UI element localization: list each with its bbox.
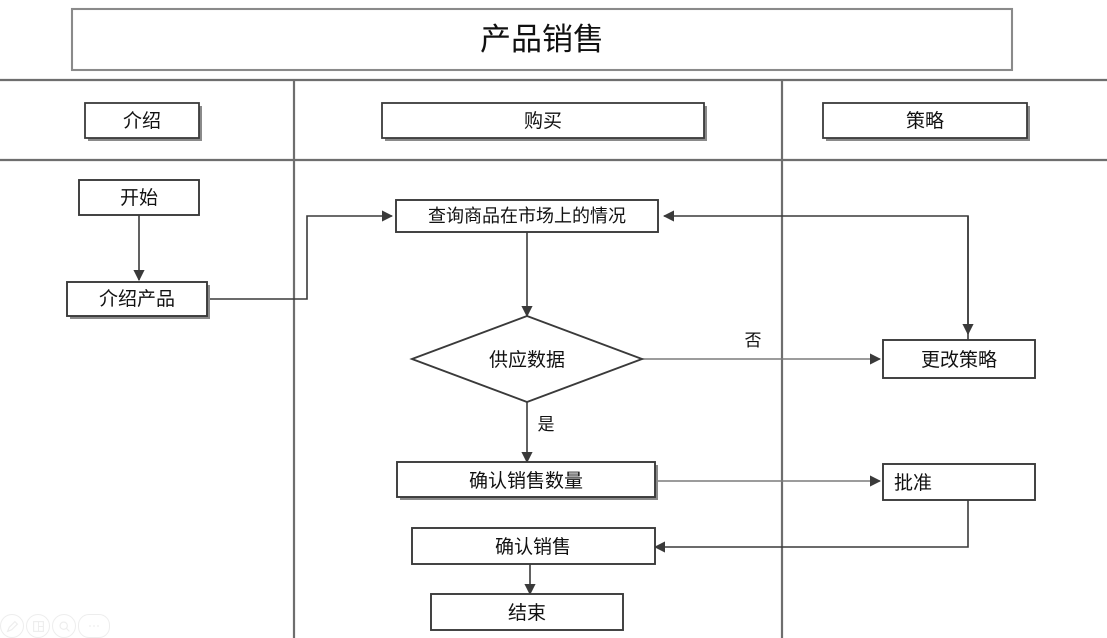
node-query-market-label: 查询商品在市场上的情况 [428,206,626,226]
node-query-market-box[interactable] [395,199,659,233]
swimlane-frame [0,78,1107,638]
lane-label-purchase-text: 购买 [524,110,562,132]
edge-introduce-to-query [208,210,394,300]
viewer-toolbar[interactable] [0,614,110,638]
node-change-policy[interactable]: 更改策略 [882,339,1036,379]
lane-label-purchase: 购买 [381,102,707,141]
node-start-label: 开始 [120,187,158,209]
node-change-policy-label: 更改策略 [921,349,997,371]
node-introduce-product[interactable]: 介绍产品 [66,281,210,319]
lane-label-strategy-text: 策略 [906,110,944,132]
title-box [70,7,1014,72]
node-end[interactable]: 结束 [430,593,624,631]
diagram-title: 产品销售 [70,7,1014,72]
flow-connectors [133,210,974,596]
node-confirm-sale-label: 确认销售 [495,536,571,558]
node-end-box[interactable] [430,593,624,631]
lane-label-intro: 介绍 [84,102,202,141]
node-supply-data-label: 供应数据 [489,349,565,371]
node-introduce-product-label: 介绍产品 [99,288,175,310]
node-approve-label: 批准 [894,472,932,494]
lane-label-strategy: 策略 [822,102,1030,141]
search-icon[interactable] [52,614,76,638]
node-end-label: 结束 [508,602,546,624]
node-confirm-quantity-label: 确认销售数量 [469,470,583,492]
lane-label-intro-text: 介绍 [123,110,161,132]
pencil-icon[interactable] [0,614,24,638]
lane-label-intro-box [84,102,200,139]
edge-label-yes: 是 [538,415,555,434]
node-confirm-quantity-box[interactable] [396,461,656,498]
node-change-policy-box[interactable] [882,339,1036,379]
title-label: 产品销售 [480,22,604,57]
more-icon[interactable] [78,614,110,638]
node-confirm-sale-box[interactable] [411,527,656,565]
node-introduce-product-box[interactable] [66,281,208,317]
layout-icon[interactable] [26,614,50,638]
node-start-box[interactable] [78,179,200,216]
lane-label-purchase-box [381,102,705,139]
node-approve[interactable]: 批准 [882,463,1036,501]
node-approve-box[interactable] [882,463,1036,501]
edge-approve-to-confirm-sale [653,500,969,553]
lane-label-strategy-box [822,102,1028,139]
node-start[interactable]: 开始 [78,179,200,216]
node-confirm-sale[interactable]: 确认销售 [411,527,656,565]
node-confirm-quantity[interactable]: 确认销售数量 [396,461,658,500]
edge-change-policy-to-query [662,210,969,340]
edge-label-no: 否 [745,331,762,350]
node-supply-data[interactable]: 供应数据 [409,314,645,404]
node-supply-data-shape[interactable] [409,314,645,404]
node-query-market[interactable]: 查询商品在市场上的情况 [395,199,659,233]
